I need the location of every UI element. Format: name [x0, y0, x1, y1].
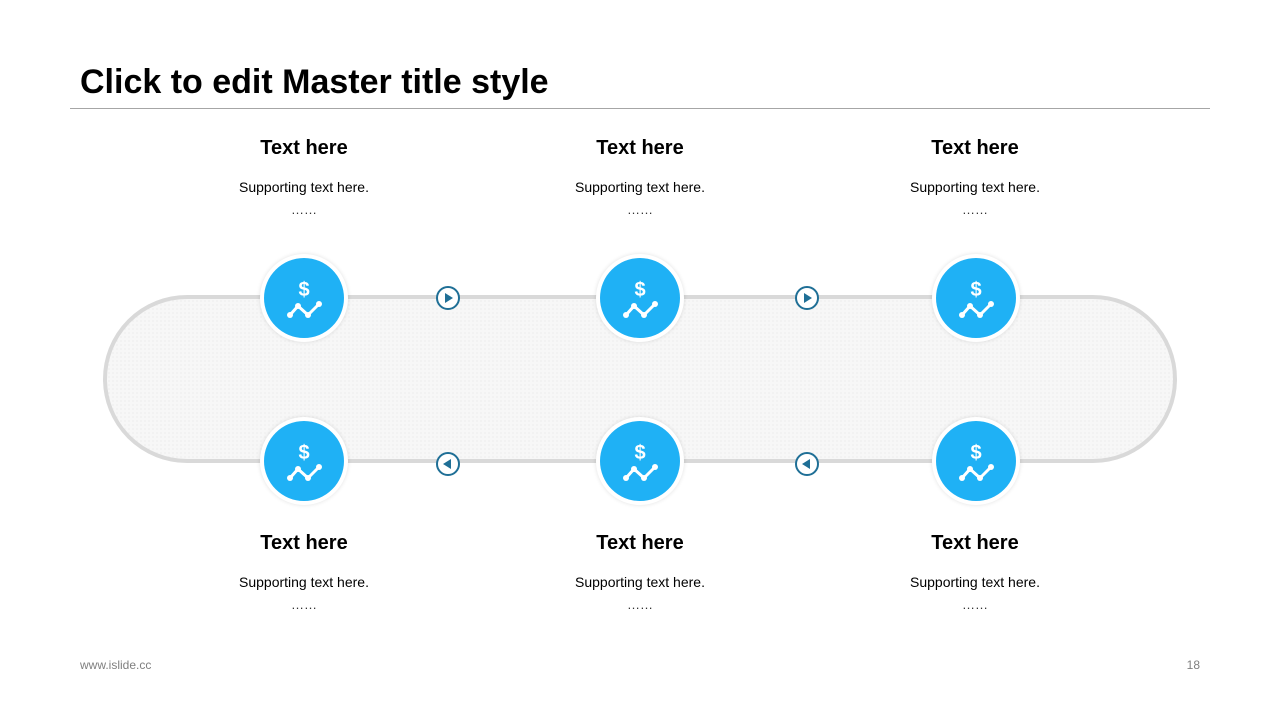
step-ellipsis: …… — [627, 597, 653, 612]
play-right-icon — [436, 286, 460, 310]
footer-url: www.islide.cc — [80, 658, 152, 672]
step-node-3: $ — [932, 254, 1020, 342]
step-supporting-text: Supporting text here. — [239, 179, 369, 195]
play-left-icon — [795, 452, 819, 476]
step-ellipsis: …… — [291, 202, 317, 217]
step-label-2: Text here Supporting text here. …… — [520, 136, 760, 218]
step-ellipsis: …… — [627, 202, 653, 217]
step-node-1-fill: $ — [264, 258, 344, 338]
step-title: Text here — [931, 532, 1019, 554]
step-label-4: Text here Supporting text here. …… — [184, 531, 424, 613]
step-node-5-fill: $ — [600, 421, 680, 501]
step-title: Text here — [596, 137, 684, 159]
step-node-3-fill: $ — [936, 258, 1016, 338]
arrow-right-2 — [794, 285, 820, 311]
step-supporting-text: Supporting text here. — [910, 179, 1040, 195]
step-node-1: $ — [260, 254, 348, 342]
svg-text:$: $ — [970, 279, 981, 301]
step-ellipsis: …… — [962, 597, 988, 612]
step-node-6: $ — [932, 417, 1020, 505]
step-label-3: Text here Supporting text here. …… — [855, 136, 1095, 218]
step-title: Text here — [596, 532, 684, 554]
step-node-2: $ — [596, 254, 684, 342]
step-label-5: Text here Supporting text here. …… — [520, 531, 760, 613]
arrow-left-2 — [794, 451, 820, 477]
step-node-5: $ — [596, 417, 684, 505]
step-title: Text here — [931, 137, 1019, 159]
slide-title: Click to edit Master title style — [80, 63, 549, 101]
svg-text:$: $ — [634, 279, 645, 301]
step-supporting-text: Supporting text here. — [239, 574, 369, 590]
svg-text:$: $ — [298, 442, 309, 464]
play-left-icon — [436, 452, 460, 476]
step-supporting-text: Supporting text here. — [575, 179, 705, 195]
play-right-icon — [795, 286, 819, 310]
dollar-trend-icon: $ — [623, 442, 658, 481]
page-number: 18 — [1186, 658, 1200, 672]
svg-text:$: $ — [970, 442, 981, 464]
dollar-trend-icon: $ — [959, 442, 994, 481]
svg-text:$: $ — [298, 279, 309, 301]
step-node-4: $ — [260, 417, 348, 505]
step-node-6-fill: $ — [936, 421, 1016, 501]
step-title: Text here — [260, 137, 348, 159]
step-ellipsis: …… — [962, 202, 988, 217]
dollar-trend-icon: $ — [287, 442, 322, 481]
arrow-left-1 — [435, 451, 461, 477]
dollar-trend-icon: $ — [959, 279, 994, 318]
title-divider — [70, 108, 1210, 109]
arrow-right-1 — [435, 285, 461, 311]
step-ellipsis: …… — [291, 597, 317, 612]
step-node-2-fill: $ — [600, 258, 680, 338]
svg-text:$: $ — [634, 442, 645, 464]
loop-track-path — [103, 295, 1177, 463]
step-supporting-text: Supporting text here. — [910, 574, 1040, 590]
step-label-1: Text here Supporting text here. …… — [184, 136, 424, 218]
dollar-trend-icon: $ — [287, 279, 322, 318]
dollar-trend-icon: $ — [623, 279, 658, 318]
step-label-6: Text here Supporting text here. …… — [855, 531, 1095, 613]
step-title: Text here — [260, 532, 348, 554]
step-node-4-fill: $ — [264, 421, 344, 501]
step-supporting-text: Supporting text here. — [575, 574, 705, 590]
